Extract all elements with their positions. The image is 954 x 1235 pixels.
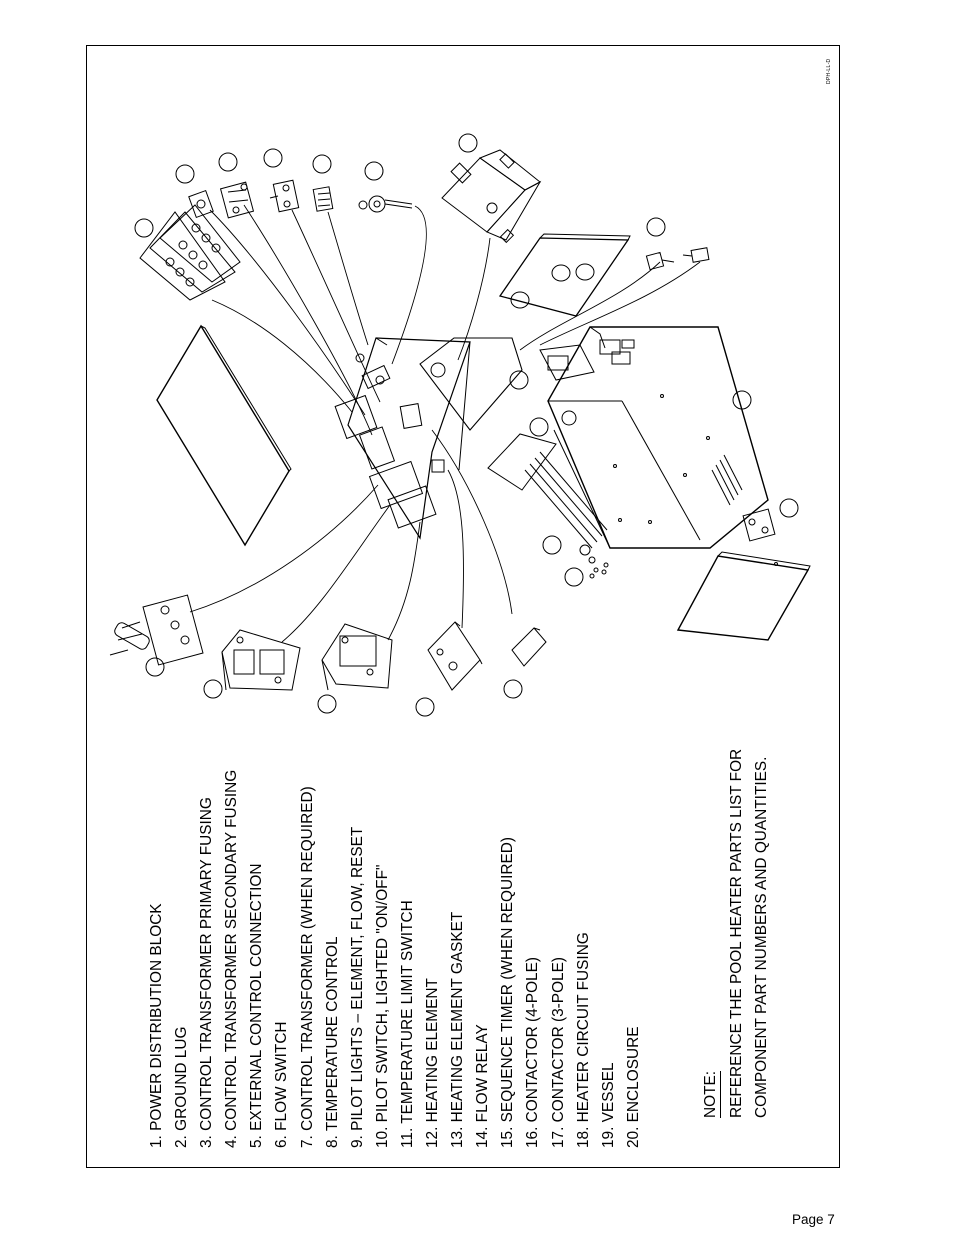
callout-circle [780,499,798,517]
legend-item-4: 4. CONTROL TRANSFORMER SECONDARY FUSING [223,769,241,1148]
callout-circle [416,698,434,716]
page-number: Page 7 [792,1212,835,1227]
main-enclosure [548,327,768,548]
legend-item-8: 8. TEMPERATURE CONTROL [323,936,341,1148]
callout-circles [135,134,798,716]
callout-circle [530,418,548,436]
callout-circle [135,219,153,237]
gland-fitting [743,509,775,541]
callout-circle [365,162,383,180]
primary-fuse-holder [221,182,254,218]
legend-item-15: 15. SEQUENCE TIMER (WHEN REQUIRED) [499,837,517,1148]
reference-note: NOTE: REFERENCE THE POOL HEATER PARTS LI… [698,749,774,1118]
legend-item-5: 5. EXTERNAL CONTROL CONNECTION [248,863,266,1148]
parts-legend: 1. POWER DISTRIBUTION BLOCK 2. GROUND LU… [144,588,646,1148]
callout-circle [219,153,237,171]
drawing-border [86,45,840,1168]
callout-circle [647,218,665,236]
note-line-2: COMPONENT PART NUMBERS AND QUANTITIES. [753,756,770,1118]
callout-circle [459,134,477,152]
callout-circle [510,371,528,389]
sequence-timer [512,628,546,666]
callout-circle [318,695,336,713]
legend-item-19: 19. VESSEL [599,1062,617,1148]
legend-item-16: 16. CONTACTOR (4-POLE) [524,957,542,1148]
temperature-limit-switch [428,622,482,690]
legend-item-2: 2. GROUND LUG [173,1026,191,1148]
legend-item-18: 18. HEATER CIRCUIT FUSING [574,932,592,1148]
flow-switch [359,196,412,212]
legend-item-17: 17. CONTACTOR (3-POLE) [549,957,567,1148]
legend-item-13: 13. HEATING ELEMENT GASKET [449,911,467,1148]
note-line-1: REFERENCE THE POOL HEATER PARTS LIST FOR [728,748,745,1118]
callout-circle [733,391,751,409]
control-transformer [442,150,540,242]
callout-circle [176,165,194,183]
legend-item-6: 6. FLOW SWITCH [273,1021,291,1148]
pilot-light [646,248,708,270]
legend-item-9: 9. PILOT LIGHTS – ELEMENT, FLOW, RESET [348,826,366,1148]
legend-item-14: 14. FLOW RELAY [474,1024,492,1148]
legend-item-10: 10. PILOT SWITCH, LIGHTED "ON/OFF" [373,864,391,1148]
callout-circle [146,658,164,676]
secondary-fuse-holder [270,180,299,212]
legend-item-12: 12. HEATING ELEMENT [424,978,442,1148]
contactor-4-pole [222,630,300,690]
legend-item-3: 3. CONTROL TRANSFORMER PRIMARY FUSING [198,797,216,1148]
power-distribution-block [140,205,240,300]
note-title: NOTE: [701,1070,721,1118]
heater-circuit-fusing [110,595,203,665]
callout-circle [565,568,583,586]
legend-item-20: 20. ENCLOSURE [624,1026,642,1148]
drawing-code: DPH-LL-D [826,58,832,84]
ground-lug [189,191,213,218]
control-connection-block [313,187,333,211]
legend-item-7: 7. CONTROL TRANSFORMER (WHEN REQUIRED) [298,786,316,1148]
leader-lines [190,205,700,642]
legend-item-11: 11. TEMPERATURE LIMIT SWITCH [398,900,416,1148]
callout-circle [504,680,522,698]
callout-circle [313,155,331,173]
callout-circle [204,680,222,698]
callout-circle [264,149,282,167]
callout-circle [543,536,561,554]
legend-item-1: 1. POWER DISTRIBUTION BLOCK [148,903,165,1148]
vessel-heating-element [420,338,608,578]
cover-panel [500,234,630,316]
control-panel-assembly [335,338,470,538]
contactor-3-pole [322,624,392,690]
enclosure-panel [157,326,291,545]
bottom-panel [678,552,810,640]
